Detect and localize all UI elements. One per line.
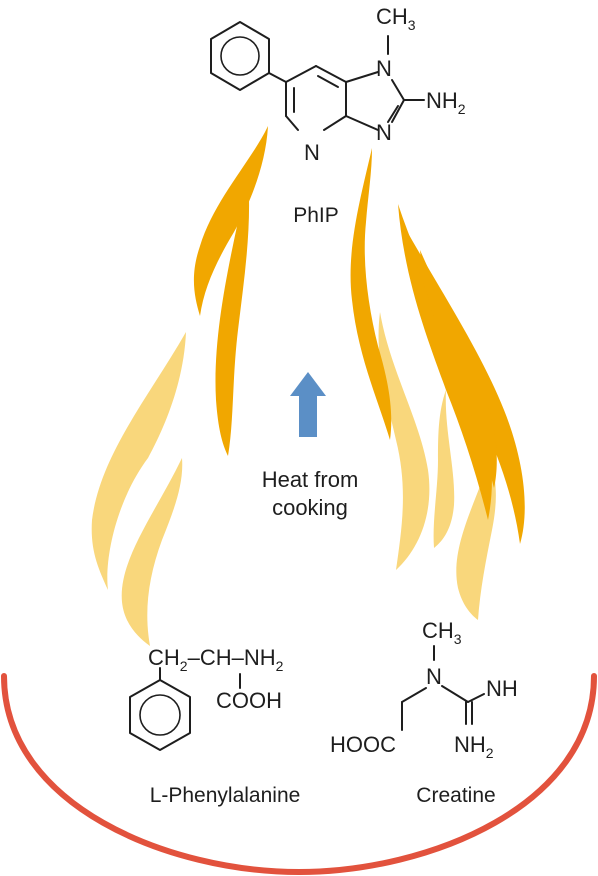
phip-methyl-label: CH3: [376, 4, 416, 33]
creatine-structure: CH3 N NH HOOC NH2 Creatine: [330, 618, 518, 807]
flames: [91, 126, 525, 646]
up-arrow-icon: [290, 372, 326, 437]
flame-light-center: [378, 312, 430, 570]
flame-dark-center: [350, 148, 392, 440]
phip-name: PhIP: [293, 204, 339, 227]
creatine-n-label: N: [426, 664, 442, 689]
phenylalanine-benzene-ring: [129, 679, 191, 751]
phip-pyridine-n-label: N: [304, 140, 320, 165]
phip-n1-label: N: [376, 56, 392, 81]
creatine-hooc-label: HOOC: [330, 732, 396, 757]
phip-amino-label: NH2: [426, 88, 466, 117]
heat-label-line1: Heat from: [262, 467, 359, 492]
flame-light-left-outer: [91, 332, 186, 590]
phip-phenyl-ring: [210, 21, 270, 91]
flame-light-left-inner: [121, 458, 183, 646]
phenylalanine-name: L-Phenylalanine: [150, 784, 301, 807]
heat-label-line2: cooking: [272, 495, 348, 520]
phip-n3-label: N: [376, 120, 392, 145]
phenylalanine-chain-label: CH2–CH–NH2: [148, 645, 284, 674]
creatine-nh2-label: NH2: [454, 732, 494, 761]
phip-structure: CH3 N N N NH2 PhIP: [210, 4, 466, 227]
phip-pyridine-ring: [268, 65, 347, 131]
phenylalanine-structure: CH2–CH–NH2 COOH L-Phenylalanine: [129, 645, 301, 807]
creatine-name: Creatine: [416, 784, 495, 807]
flame-light-right-small: [433, 390, 455, 548]
flame-dark-right-3: [420, 250, 497, 488]
cooking-pan-arc: [1, 673, 597, 876]
phenylalanine-cooh-label: COOH: [216, 688, 282, 713]
flame-dark-left-1: [193, 126, 268, 316]
phip-imidazole-ring: [345, 35, 425, 131]
flame-dark-left-2: [215, 176, 250, 456]
creatine-nh-label: NH: [486, 676, 518, 701]
creatine-methyl-label: CH3: [422, 618, 462, 647]
flame-dark-right-1: [398, 204, 492, 520]
